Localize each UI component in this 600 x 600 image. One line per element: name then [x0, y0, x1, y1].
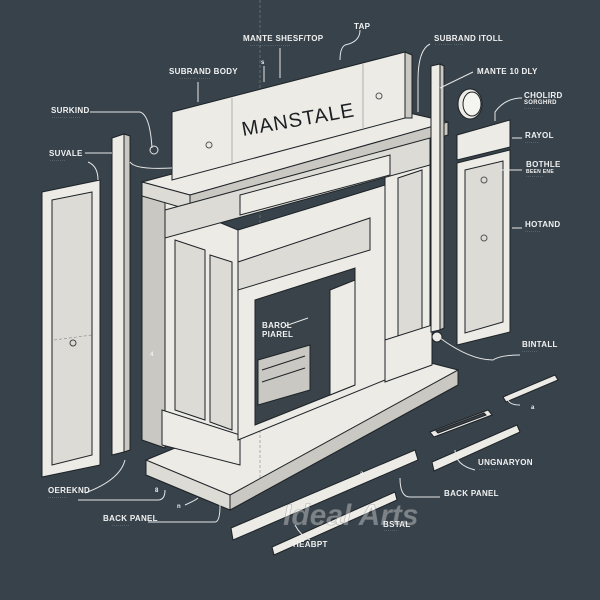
- label-tap: TAP: [354, 22, 371, 31]
- label-bintall: BINTALL: [522, 340, 558, 349]
- left-post: [111, 133, 131, 456]
- right-side-panel: [456, 149, 511, 346]
- label-cholird-sub: ·········: [524, 106, 541, 111]
- label-mantel-body: MANTE 10 DLY: [477, 67, 538, 76]
- label-barol-panel: BAROL: [262, 321, 292, 330]
- label-back-panel-left-sub: ·········: [112, 523, 129, 528]
- label-suvale: SUVALE: [49, 149, 83, 158]
- label-bstal-sub: ·······: [384, 528, 398, 533]
- left-side-panel: [41, 179, 101, 478]
- label-back-panel-left: BACK PANEL: [103, 514, 158, 523]
- part-labels: MANTE SHESF/TOP ····················· TA…: [48, 22, 563, 549]
- label-rayol-sub: ·······: [525, 140, 539, 145]
- label-rayol: RAYOL: [525, 131, 554, 140]
- label-bothle-2: BEEN ENE: [526, 169, 554, 175]
- marker-4: 4: [150, 352, 154, 358]
- marker-s: s: [261, 60, 265, 66]
- label-barol-panel-2: PIAREL: [262, 330, 293, 339]
- label-oereknd: OEREKND: [48, 486, 90, 495]
- label-hotand-sub: ········: [525, 229, 540, 234]
- mantel-shelf: [140, 111, 449, 239]
- right-cap-panel: [456, 119, 511, 161]
- leader-lines: [78, 29, 523, 541]
- label-mantel-shelf-top: MANTE SHESF/TOP: [243, 34, 324, 43]
- label-surround-toll: SUBRAND ITOLL: [434, 34, 503, 43]
- label-back-panel-right: BACK PANEL: [444, 489, 499, 498]
- label-oereknd-sub: ··········: [48, 495, 67, 500]
- loose-trim-pieces: [230, 374, 559, 556]
- label-ungnaryon: UNGNARYON: [478, 458, 533, 467]
- watermark-logo: Ideal Arts: [283, 499, 419, 532]
- label-bstal: BSTAL: [383, 520, 411, 529]
- right-post: [430, 63, 445, 333]
- label-bothle-sub: ·········: [526, 174, 543, 179]
- marker-8: 8: [155, 488, 159, 494]
- label-surround-toll-sub: · ······· ·····: [435, 42, 464, 47]
- label-surkind: SURKIND: [51, 106, 90, 115]
- label-surkind-sub: ········ ······: [52, 115, 81, 120]
- label-mantel-shelf-top-sub: ·····················: [250, 43, 291, 48]
- label-surround-body: SUBRAND BODY: [169, 67, 238, 76]
- small-knob: [431, 331, 443, 343]
- label-bintall-sub: ········: [522, 349, 537, 354]
- right-pilaster: [384, 144, 433, 383]
- label-suvale-sub: ········: [50, 158, 65, 163]
- round-medallion: [457, 88, 483, 120]
- label-cholird: CHOLIRD: [524, 91, 563, 100]
- label-hotand: HOTAND: [525, 220, 560, 229]
- marker-n: n: [177, 504, 181, 510]
- label-heabpt: HEABPT: [293, 540, 328, 549]
- marker-a2: a: [531, 405, 535, 411]
- left-pilaster: [141, 194, 241, 466]
- marker-a: a: [360, 471, 364, 477]
- overmantel-board: MANSTALE: [171, 51, 413, 181]
- label-surround-body-sub: ······ ·· ······: [180, 76, 210, 81]
- label-cholird-2: SORGHRD: [524, 100, 557, 106]
- label-bothle: BOTHLE: [526, 160, 561, 169]
- label-ungnaryon-sub: ··········: [479, 467, 498, 472]
- firebox: [237, 184, 386, 441]
